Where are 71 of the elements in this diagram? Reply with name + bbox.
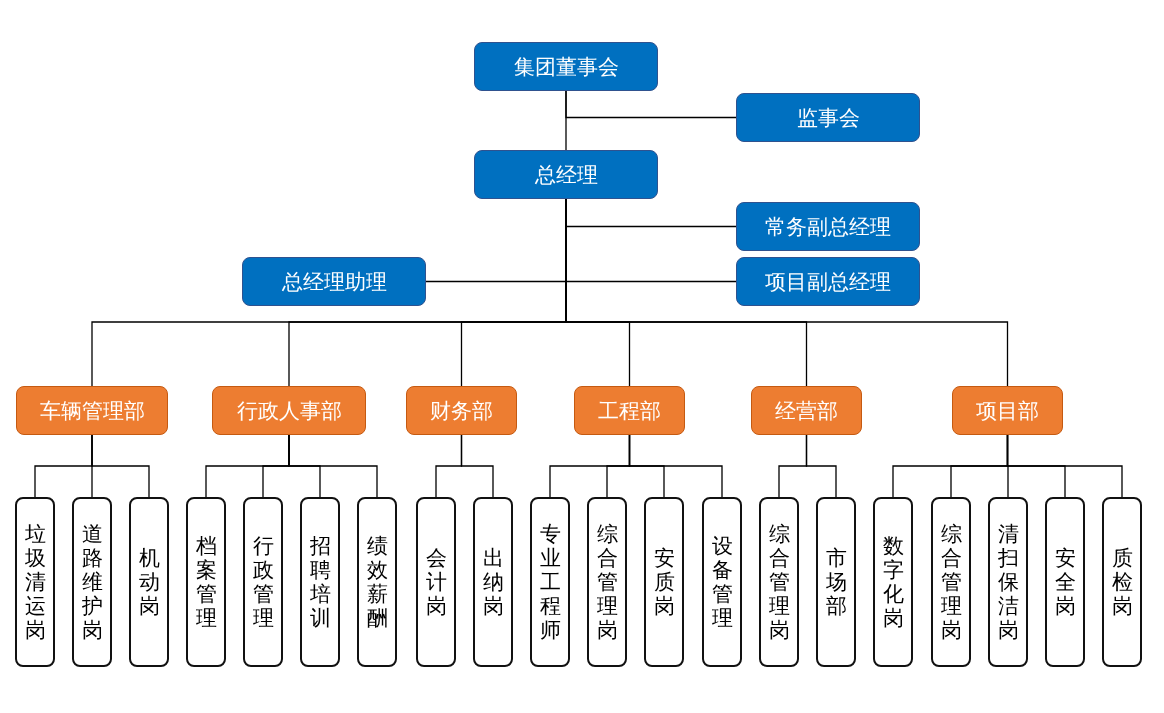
position-label: 综合管理岗 [940,521,962,643]
position-label: 数字化岗 [882,533,904,631]
connector-line [805,434,837,498]
box-label: 集团董事会 [513,53,619,81]
position-label: 会计岗 [425,545,447,619]
position-box [15,497,55,667]
box-label: 总经理 [534,161,598,189]
connector-line [628,434,723,498]
position-label: 出纳岗 [482,545,504,619]
connector-line [1006,434,1123,498]
position-box [644,497,684,667]
position-box [759,497,799,667]
position-box [357,497,397,667]
position-label: 招聘培训 [309,533,331,631]
position-label: 综合管理岗 [768,521,790,643]
position-label: 质检岗 [1111,545,1133,619]
executive-box [474,150,658,199]
connector-line [460,434,494,498]
box-label: 车辆管理部 [39,397,145,425]
executive-box [736,93,920,142]
position-box [473,497,513,667]
department-box [212,386,366,435]
position-label: 安全岗 [1054,545,1076,619]
position-box [186,497,226,667]
box-label: 常务副总经理 [765,213,891,241]
position-label: 专业工程师 [539,521,561,643]
box-label: 监事会 [796,104,860,132]
position-box [873,497,913,667]
position-box [587,497,627,667]
box-label: 行政人事部 [236,397,342,425]
position-label: 垃圾清运岗 [24,521,46,643]
position-box [931,497,971,667]
position-box [129,497,169,667]
position-box [988,497,1028,667]
position-box [243,497,283,667]
department-box [406,386,517,435]
executive-box [474,42,658,91]
position-label: 安质岗 [653,545,675,619]
executive-box [242,257,426,306]
position-box [72,497,112,667]
connector-line [288,434,378,498]
box-label: 经营部 [775,397,838,425]
box-label: 工程部 [598,397,661,425]
department-box [751,386,862,435]
position-label: 机动岗 [138,545,160,619]
department-box [16,386,168,435]
position-box [702,497,742,667]
position-label: 道路维护岗 [81,521,103,643]
position-box [300,497,340,667]
position-label: 清扫保洁岗 [997,521,1019,643]
box-label: 项目副总经理 [765,268,891,296]
executive-box [736,257,920,306]
box-label: 总经理助理 [281,268,387,296]
connector-line [565,90,567,151]
position-label: 市场部 [825,545,847,619]
department-box [574,386,685,435]
position-label: 综合管理岗 [596,521,618,643]
position-box [1102,497,1142,667]
position-label: 行政管理 [252,533,274,631]
box-label: 财务部 [430,397,493,425]
position-box [816,497,856,667]
executive-box [736,202,920,251]
position-label: 档案管理 [195,533,217,631]
department-box [952,386,1063,435]
position-box [530,497,570,667]
position-label: 绩效薪酬 [366,533,388,631]
connector-line [91,434,150,498]
position-box [416,497,456,667]
position-label: 设备管理 [711,533,733,631]
position-box [1045,497,1085,667]
box-label: 项目部 [976,397,1039,425]
